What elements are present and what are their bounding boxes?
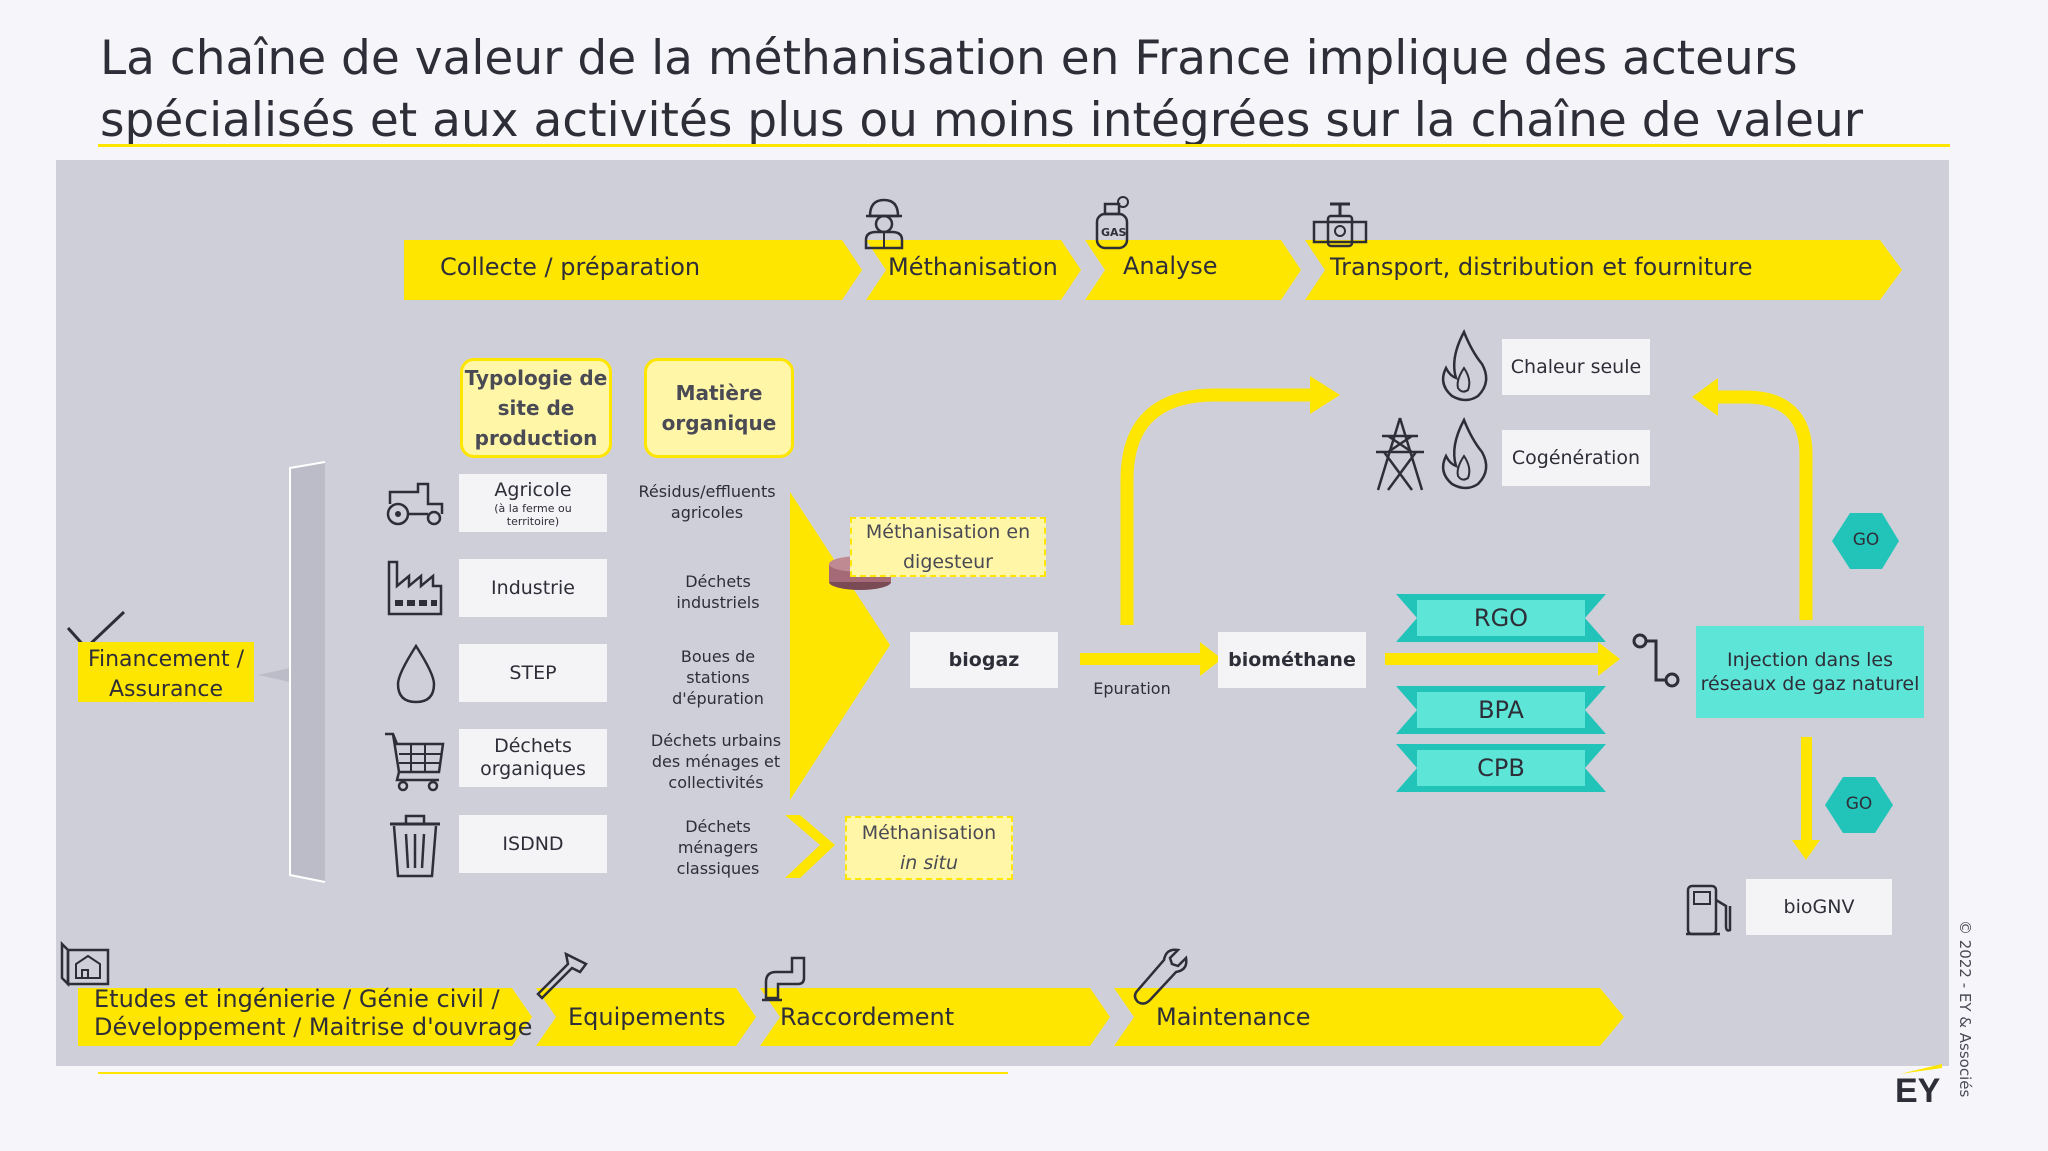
top-chevron-transport: [1305, 240, 1902, 300]
finance-label: Financement / Assurance: [87, 647, 245, 702]
bottom-bar-raccordement: Raccordement: [780, 1003, 955, 1031]
site-box-agricole: Agricole (à la ferme ou territoire): [459, 474, 607, 532]
ey-logo: EY: [1895, 1072, 1941, 1110]
biognv-box: bioGNV: [1746, 879, 1892, 935]
bottom-chevron-etudes: [78, 988, 532, 1046]
matter-step: Boues de stations d'épuration: [672, 647, 764, 708]
ribbon-label-cpb: CPB: [1477, 754, 1525, 782]
go-label-bottom: GO: [1845, 794, 1873, 814]
ey-logo-beam: [1900, 1064, 1942, 1074]
finance-bracket: [258, 462, 325, 882]
biomethane-box: biométhane: [1218, 632, 1366, 688]
etudes-line-1: Etudes et ingénierie / Génie civil /: [94, 985, 500, 1013]
top-bar-collecte: Collecte / préparation: [440, 253, 701, 281]
go-hexagon-bottom: [1825, 777, 1893, 833]
injection-box: Injection dans les réseaux de gaz nature…: [1696, 626, 1924, 718]
flame-icon-cogeneration: [1441, 417, 1488, 490]
matter-menagers: Déchets ménagers classiques: [676, 817, 760, 878]
svg-text:GAS: GAS: [1101, 226, 1127, 239]
connector-icon: [1632, 633, 1680, 688]
water-drop-icon: [396, 643, 436, 704]
epuration-arrow-shaft: [1080, 653, 1200, 665]
top-bar-methanisation: Méthanisation: [888, 253, 1058, 281]
bottom-bar-maintenance: Maintenance: [1156, 1003, 1311, 1031]
wrench-icon: [1133, 948, 1188, 1005]
flame-icon: [1441, 329, 1488, 402]
ribbon-rgo: [1396, 594, 1606, 642]
biomethane-arrow-shaft: [1385, 653, 1600, 665]
valve-pipe-icon: [1312, 202, 1368, 248]
chaleur-seule-box: Chaleur seule: [1502, 339, 1650, 395]
matter-industrie: Déchets industriels: [676, 572, 760, 612]
etudes-line-2: Développement / Maitrise d'ouvrage: [94, 1013, 533, 1041]
arrow-down-shaft: [1801, 737, 1812, 842]
finance-badge: [78, 642, 254, 702]
title-line-1: La chaîne de valeur de la méthanisation …: [100, 31, 1798, 86]
power-pylon-icon: [1376, 417, 1424, 491]
ribbon-bpa: [1396, 686, 1606, 734]
methanisation-digesteur: Méthanisation en digesteur: [850, 517, 1046, 577]
title-underline: [98, 144, 1950, 147]
page-title: La chaîne de valeur de la méthanisation …: [100, 28, 1980, 152]
header-matiere: Matière organique: [644, 358, 794, 458]
title-line-2: spécialisés et aux activités plus ou moi…: [100, 93, 1864, 148]
site-box-step: STEP: [459, 644, 607, 702]
ribbon-label-rgo: RGO: [1473, 604, 1529, 632]
ribbon-label-bpa: BPA: [1478, 696, 1524, 724]
shopping-cart-icon: [385, 732, 445, 792]
diagram-panel: [56, 160, 1949, 1066]
top-chevron-analyse: [1085, 240, 1301, 300]
site-box-isdnd: ISDND: [459, 815, 607, 873]
tractor-icon: [386, 482, 444, 526]
matter-dechets-urbains: Déchets urbains des ménages et collectiv…: [650, 731, 782, 792]
cogeneration-box: Cogénération: [1502, 430, 1650, 486]
site-box-industrie: Industrie: [459, 559, 607, 617]
methanisation-insitu: Méthanisation in situ: [845, 816, 1013, 880]
bottom-rule: [98, 1072, 1008, 1074]
bottom-chevron-equipements: [536, 988, 756, 1046]
bottom-chevron-maintenance: [1114, 988, 1624, 1046]
matter-agricole: Résidus/effluents agricoles: [638, 482, 776, 522]
bottom-bar-etudes: Etudes et ingénierie / Génie civil / Dév…: [94, 985, 532, 1041]
site-sublabel: (à la ferme ou territoire): [494, 501, 572, 528]
hammer-icon: [536, 951, 588, 1000]
top-bar-analyse: Analyse: [1123, 252, 1218, 280]
epuration-arrow-head: [1200, 642, 1222, 676]
copyright-text: © 2022 - EY & Associés: [1956, 920, 1974, 1098]
bottom-bar-equipements: Equipements: [568, 1003, 726, 1031]
biogaz-box: biogaz: [910, 632, 1058, 688]
epuration-label: Epuration: [1093, 679, 1171, 698]
funnel-small-chevron: [785, 815, 835, 878]
gas-bottle-icon: GAS: [1095, 196, 1129, 250]
insitu-line-1: Méthanisation: [861, 822, 997, 844]
curved-arrow-chaleur: [1120, 388, 1310, 625]
curved-arrow-cogeneration: [1718, 390, 1813, 620]
ribbon-cpb: [1396, 744, 1606, 792]
bottom-chevron-raccordement: [760, 988, 1110, 1046]
top-chevron-methanisation: [866, 240, 1081, 300]
worker-icon: [864, 198, 904, 250]
funnel-shape: [790, 492, 890, 800]
site-label: Agricole: [494, 478, 572, 501]
fuel-pump-icon: [1686, 884, 1732, 936]
factory-icon: [387, 560, 443, 616]
trash-bin-icon: [390, 814, 440, 878]
insitu-line-2: in situ: [899, 852, 959, 874]
go-label-top: GO: [1852, 530, 1880, 550]
top-chevron-collecte: [404, 240, 862, 300]
go-hexagon-top: [1832, 513, 1899, 569]
blueprint-icon: [60, 940, 110, 988]
pipe-icon: [762, 956, 806, 1002]
header-typologie: Typologie de site de production: [460, 358, 612, 458]
site-box-dechets-organiques: Déchets organiques: [459, 729, 607, 787]
top-bar-transport: Transport, distribution et fourniture: [1330, 253, 1753, 281]
